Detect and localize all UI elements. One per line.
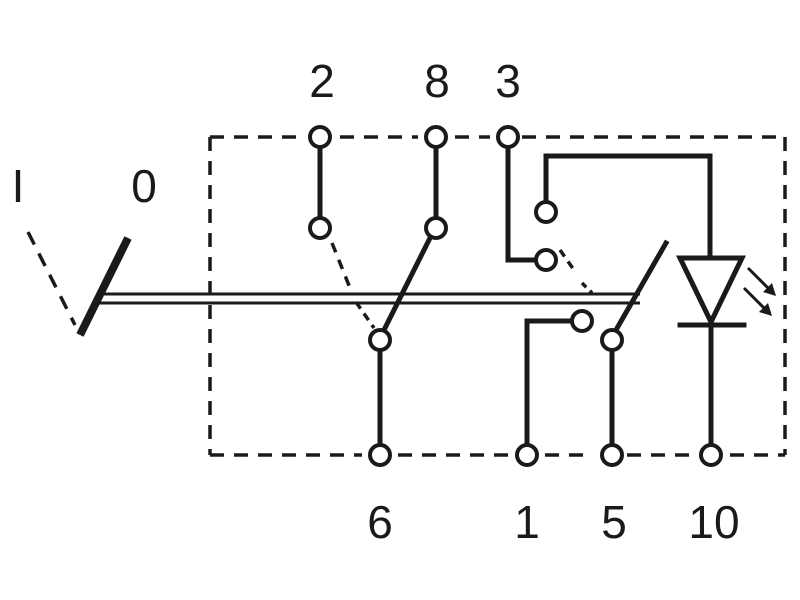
contact-terminal-3 bbox=[505, 144, 576, 272]
wire-terminal-1 bbox=[524, 318, 575, 447]
terminal-node-8 bbox=[424, 125, 448, 149]
terminal-label-10: 10 bbox=[688, 496, 739, 548]
terminal-node-2 bbox=[308, 125, 332, 149]
position-label-off: 0 bbox=[131, 160, 157, 212]
terminal-node-3 bbox=[496, 125, 520, 149]
terminal-node-10 bbox=[699, 443, 723, 467]
contact-node-1 bbox=[570, 309, 594, 333]
contact-node-2 bbox=[308, 216, 332, 240]
terminal-nodes bbox=[308, 125, 723, 467]
led-diode-icon bbox=[676, 255, 747, 447]
wire-led-feed bbox=[543, 153, 713, 261]
terminal-label-3: 3 bbox=[495, 55, 521, 107]
contact-node-3 bbox=[534, 248, 558, 272]
terminal-label-5: 5 bbox=[601, 496, 627, 548]
contact-node-6 bbox=[368, 328, 392, 352]
terminal-label-2: 2 bbox=[309, 55, 335, 107]
contact-terminal-2 bbox=[317, 144, 352, 289]
contact-terminal-5 bbox=[580, 239, 670, 447]
light-emission-arrows-icon bbox=[742, 266, 776, 316]
contact-terminal-8 bbox=[354, 144, 439, 334]
contact-node-5 bbox=[600, 328, 624, 352]
terminal-label-1: 1 bbox=[514, 496, 540, 548]
contact-node-led bbox=[534, 200, 558, 224]
terminal-label-8: 8 bbox=[424, 55, 450, 107]
actuator-bar bbox=[98, 292, 640, 305]
terminal-label-6: 6 bbox=[367, 496, 393, 548]
terminal-node-5 bbox=[600, 443, 624, 467]
housing-outline bbox=[208, 135, 787, 457]
terminal-node-1 bbox=[515, 443, 539, 467]
contact-node-8 bbox=[424, 216, 448, 240]
terminal-node-6 bbox=[368, 443, 392, 467]
rocker-lever-icon bbox=[26, 231, 132, 337]
position-label-on: I bbox=[12, 160, 25, 212]
